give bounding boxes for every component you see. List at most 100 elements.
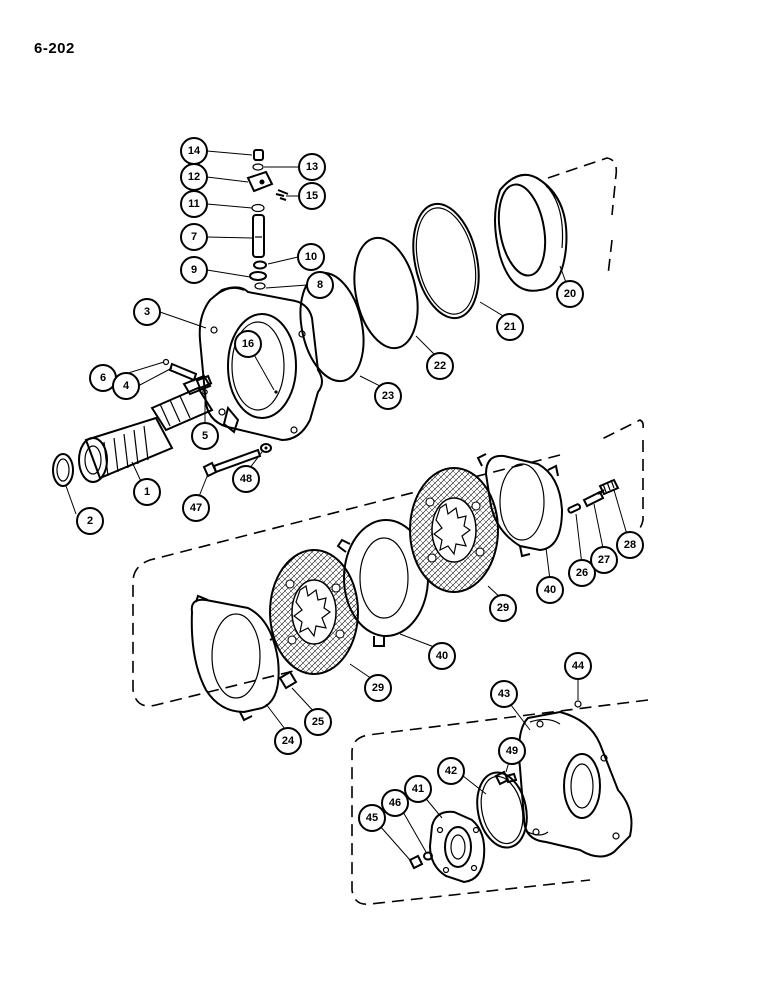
callout-26: 26 <box>568 559 596 587</box>
callout-49: 49 <box>498 737 526 765</box>
page-number: 6-202 <box>34 40 75 57</box>
bolt-45 <box>408 854 424 870</box>
svg-text:23: 23 <box>382 390 394 402</box>
washer-46 <box>423 851 433 861</box>
svg-text:4: 4 <box>123 380 130 392</box>
callout-44: 44 <box>564 652 592 680</box>
svg-text:49: 49 <box>506 745 518 757</box>
friction-disc-29-front <box>269 549 359 675</box>
svg-text:29: 29 <box>497 602 509 614</box>
svg-text:6: 6 <box>100 372 106 384</box>
svg-text:12: 12 <box>188 171 200 183</box>
svg-text:11: 11 <box>188 198 200 210</box>
callout-7: 7 <box>180 223 208 251</box>
svg-text:27: 27 <box>598 554 610 566</box>
svg-text:1: 1 <box>144 486 150 498</box>
callout-22: 22 <box>426 352 454 380</box>
svg-text:2: 2 <box>87 515 93 527</box>
callout-40-rear: 40 <box>536 576 564 604</box>
svg-text:46: 46 <box>389 797 401 809</box>
svg-text:13: 13 <box>306 161 318 173</box>
return-spring-parts <box>567 478 620 514</box>
svg-text:16: 16 <box>242 338 254 350</box>
svg-text:8: 8 <box>317 279 323 291</box>
callout-23: 23 <box>374 382 402 410</box>
callout-5: 5 <box>191 422 219 450</box>
svg-text:42: 42 <box>445 765 457 777</box>
svg-text:14: 14 <box>188 145 201 157</box>
callout-21: 21 <box>496 313 524 341</box>
callout-43: 43 <box>490 680 518 708</box>
callout-15: 15 <box>298 182 326 210</box>
callout-1: 1 <box>133 478 161 506</box>
callout-48: 48 <box>232 465 260 493</box>
separator-plate-40-rear <box>476 453 564 558</box>
seal-ring-22 <box>353 236 419 350</box>
lower-group-outline <box>351 699 649 906</box>
separator-plate-24 <box>190 594 281 722</box>
callout-27: 27 <box>590 546 618 574</box>
bolt-and-washer <box>202 443 272 478</box>
brake-cover <box>518 710 633 858</box>
svg-text:20: 20 <box>564 288 576 300</box>
callout-25: 25 <box>304 708 332 736</box>
callout-41: 41 <box>404 775 432 803</box>
callout-24: 24 <box>274 727 302 755</box>
callout-45: 45 <box>358 804 386 832</box>
friction-disc-29-rear <box>409 467 499 593</box>
svg-text:44: 44 <box>572 660 585 672</box>
svg-text:28: 28 <box>624 539 636 551</box>
svg-text:43: 43 <box>498 688 510 700</box>
brake-housing <box>198 286 323 442</box>
svg-text:10: 10 <box>305 251 317 263</box>
callout-2: 2 <box>76 507 104 535</box>
seal-ring-21-inner <box>415 207 477 315</box>
svg-text:15: 15 <box>306 190 318 202</box>
callout-28: 28 <box>616 531 644 559</box>
callout-47: 47 <box>182 494 210 522</box>
svg-text:41: 41 <box>412 783 424 795</box>
callout-29-rear: 29 <box>489 594 517 622</box>
callout-40-middle: 40 <box>428 642 456 670</box>
svg-text:7: 7 <box>191 231 197 243</box>
svg-text:24: 24 <box>282 735 295 747</box>
callout-16: 16 <box>234 330 262 358</box>
snap-ring-inner <box>56 458 70 482</box>
svg-text:29: 29 <box>372 682 384 694</box>
callout-42: 42 <box>437 757 465 785</box>
callout-20: 20 <box>556 280 584 308</box>
svg-text:47: 47 <box>190 502 202 514</box>
callout-29-front: 29 <box>364 674 392 702</box>
callout-3: 3 <box>133 298 161 326</box>
svg-text:40: 40 <box>436 650 448 662</box>
callout-12: 12 <box>180 163 208 191</box>
svg-text:22: 22 <box>434 360 446 372</box>
callout-10: 10 <box>297 243 325 271</box>
o-ring-42-inner <box>480 775 524 845</box>
callout-13: 13 <box>298 153 326 181</box>
svg-text:45: 45 <box>366 812 378 824</box>
o-ring-42 <box>476 771 528 849</box>
svg-text:5: 5 <box>202 430 208 442</box>
plug-44 <box>574 700 582 708</box>
snap-ring <box>52 453 74 487</box>
middle-group-outline-right <box>627 440 644 539</box>
callout-4: 4 <box>112 372 140 400</box>
sun-gear-shaft <box>78 374 214 483</box>
middle-group-outline <box>132 419 644 707</box>
svg-text:25: 25 <box>312 716 324 728</box>
stud-assembly <box>246 149 289 290</box>
brake-piston <box>494 173 568 292</box>
bleed-screw-parts <box>162 358 208 395</box>
svg-text:40: 40 <box>544 584 556 596</box>
bearing-retainer <box>428 810 486 884</box>
callout-9: 9 <box>180 256 208 284</box>
svg-text:21: 21 <box>504 321 516 333</box>
upper-group-outline <box>547 157 618 276</box>
svg-text:3: 3 <box>144 306 150 318</box>
callout-46: 46 <box>381 789 409 817</box>
seal-ring-21 <box>412 202 480 320</box>
svg-text:48: 48 <box>240 473 252 485</box>
callout-11: 11 <box>180 190 208 218</box>
